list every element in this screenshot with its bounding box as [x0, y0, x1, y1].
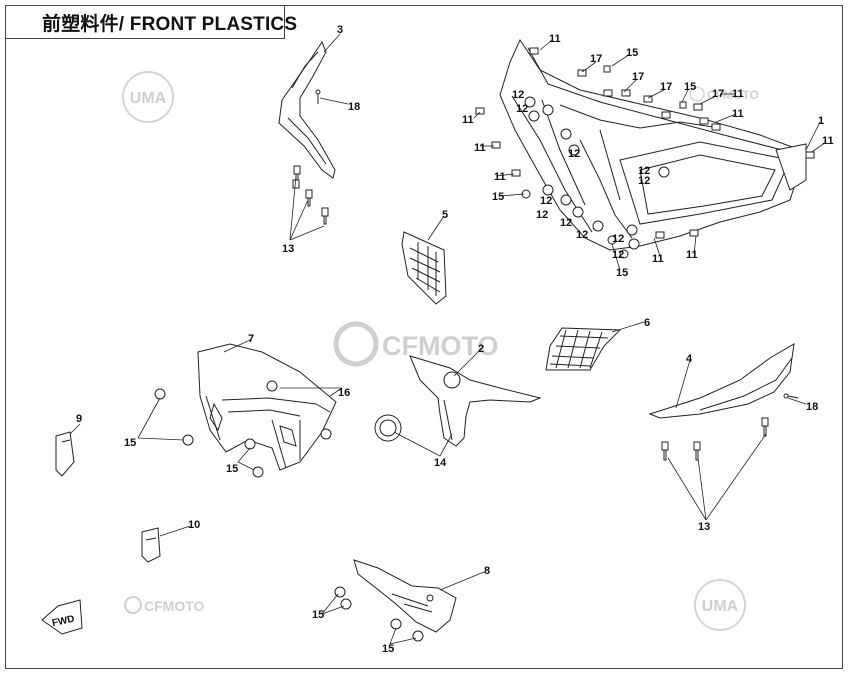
callout-12: 12	[512, 89, 524, 101]
callout-5: 5	[442, 209, 448, 221]
leader-lines	[69, 33, 827, 645]
part-2-front-emblem-panel	[409, 355, 542, 447]
part-9-clip	[55, 431, 75, 477]
callout-15: 15	[684, 81, 696, 93]
title-box: 前塑料件/ FRONT PLASTICS	[5, 5, 297, 39]
callout-9: 9	[76, 413, 82, 425]
part-3-left-trim	[278, 40, 336, 179]
part-1-front-frame	[499, 38, 807, 251]
page-title: 前塑料件/ FRONT PLASTICS	[42, 13, 298, 35]
callout-12: 12	[576, 229, 588, 241]
callout-16: 16	[338, 387, 350, 399]
callout-14: 14	[434, 457, 447, 469]
grommets	[524, 96, 670, 250]
part-4-right-trim	[648, 343, 795, 419]
callout-11: 11	[494, 171, 506, 183]
callout-15: 15	[492, 191, 504, 203]
callout-11: 11	[686, 249, 698, 261]
callout-11: 11	[474, 142, 486, 154]
callout-12: 12	[536, 209, 548, 221]
uma-watermark-top: UMA	[122, 71, 174, 123]
diagram-frame	[5, 5, 843, 669]
cfmoto-watermark-center: CFMOTO	[333, 321, 499, 367]
svg-text:CFMOTO: CFMOTO	[707, 88, 759, 102]
callout-17: 17	[712, 88, 724, 100]
fasteners	[154, 89, 799, 642]
callout-12: 12	[612, 233, 624, 245]
callout-12: 12	[638, 165, 650, 177]
callout-7: 7	[248, 333, 254, 345]
callout-15: 15	[124, 437, 136, 449]
callout-17: 17	[632, 71, 644, 83]
callout-13: 13	[698, 521, 710, 533]
callout-17: 17	[590, 53, 602, 65]
callout-15: 15	[312, 609, 324, 621]
callout-17: 17	[660, 81, 672, 93]
callout-11: 11	[652, 253, 664, 265]
callout-15: 15	[382, 643, 394, 655]
callout-11: 11	[549, 33, 561, 45]
cfmoto-watermark-left: CFMOTO	[124, 596, 205, 614]
callout-18: 18	[806, 401, 818, 413]
svg-text:CFMOTO: CFMOTO	[144, 598, 205, 614]
callout-12: 12	[560, 217, 572, 229]
uma-watermark-bottom: UMA	[694, 579, 746, 631]
callout-15: 15	[226, 463, 238, 475]
callout-13: 13	[282, 243, 294, 255]
part-10-clip	[141, 527, 161, 563]
clips	[475, 47, 815, 239]
callout-15: 15	[616, 267, 628, 279]
callout-10: 10	[188, 519, 200, 531]
callout-labels: 3 18 13 11 15 17 17 17 15 17 11 11 1 11 …	[76, 24, 834, 655]
callout-18: 18	[348, 101, 360, 113]
svg-text:CFMOTO: CFMOTO	[382, 331, 499, 361]
callout-1: 1	[818, 115, 824, 127]
part-5-grille	[401, 231, 447, 305]
callout-2: 2	[478, 343, 484, 355]
part-14-emblem	[374, 414, 402, 442]
callout-12: 12	[568, 148, 580, 160]
callout-3: 3	[337, 24, 343, 36]
callout-12: 12	[540, 195, 552, 207]
part-7-headlight-housing	[197, 343, 337, 471]
callout-12: 12	[638, 175, 650, 187]
callout-15: 15	[626, 47, 638, 59]
cfmoto-watermark-right: CFMOTO	[689, 86, 759, 102]
callout-11: 11	[732, 108, 744, 120]
callout-11: 11	[822, 135, 834, 147]
callout-11: 11	[732, 88, 744, 100]
svg-text:FWD: FWD	[51, 614, 76, 629]
callout-4: 4	[686, 353, 693, 365]
callout-6: 6	[644, 317, 650, 329]
callout-12: 12	[612, 249, 624, 261]
callout-12: 12	[516, 103, 528, 115]
svg-text:UMA: UMA	[702, 598, 739, 615]
part-8-lower-trim	[353, 559, 457, 633]
svg-text:UMA: UMA	[130, 90, 167, 107]
callout-8: 8	[484, 565, 490, 577]
part-6-grille	[545, 327, 622, 371]
callout-11: 11	[462, 114, 474, 126]
fwd-arrow-icon: FWD	[41, 599, 83, 635]
